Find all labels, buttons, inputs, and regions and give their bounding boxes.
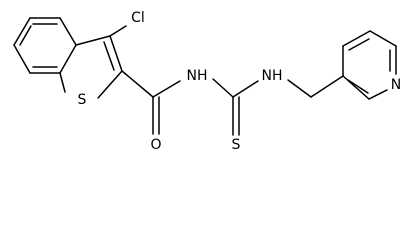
bond xyxy=(121,70,154,98)
thione-sulfur-label: S xyxy=(232,137,241,153)
bond xyxy=(75,35,111,46)
bond xyxy=(232,80,259,98)
bond xyxy=(109,35,123,72)
amide-nh-label: NH xyxy=(187,68,208,84)
bonds xyxy=(13,17,397,136)
bond xyxy=(287,79,312,98)
bond xyxy=(369,30,397,47)
bond xyxy=(342,30,371,47)
pyridine-nitrogen-label: N xyxy=(391,77,401,93)
atom-labels: Cl S O NH NH S N xyxy=(78,10,402,153)
bond xyxy=(59,44,77,74)
bond xyxy=(19,25,32,46)
chlorine-label: Cl xyxy=(131,10,145,26)
bond xyxy=(13,44,31,74)
bond xyxy=(310,75,344,98)
bond xyxy=(152,80,181,98)
oxygen-label: O xyxy=(150,137,161,153)
bond xyxy=(212,78,234,98)
ring-sulfur-label: S xyxy=(78,92,87,108)
bond xyxy=(368,89,388,100)
bond xyxy=(347,79,369,94)
bond xyxy=(59,17,77,46)
bond xyxy=(348,38,370,51)
bond xyxy=(342,75,370,100)
amine-nh-label: NH xyxy=(262,68,283,84)
bond xyxy=(103,41,115,71)
bond xyxy=(109,25,127,37)
bond xyxy=(97,70,123,99)
bond xyxy=(13,17,31,46)
bond xyxy=(59,72,66,93)
molecular-structure: Cl S O NH NH S N xyxy=(13,10,402,153)
